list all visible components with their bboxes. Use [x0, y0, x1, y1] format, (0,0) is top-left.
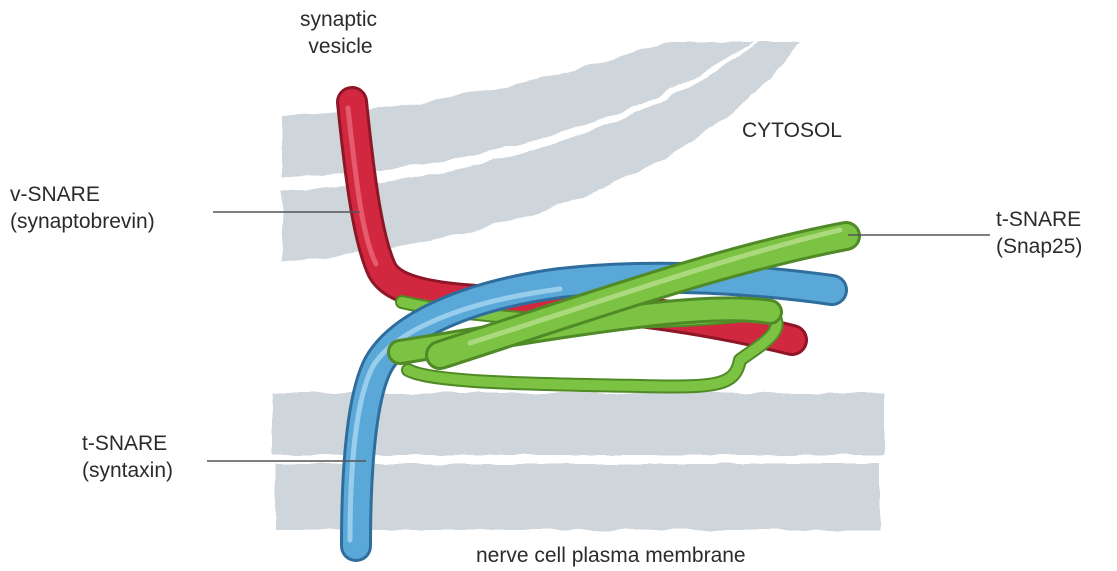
v-snare-label-line1: v-SNARE: [10, 181, 155, 208]
v-snare-label-line2: (synaptobrevin): [10, 208, 155, 235]
t-snare-snap25-label-line1: t-SNARE: [996, 206, 1082, 233]
cytosol-label: CYTOSOL: [742, 117, 842, 144]
plasma-membrane-label: nerve cell plasma membrane: [476, 542, 746, 569]
t-snare-syntaxin-label-line1: t-SNARE: [82, 430, 173, 457]
synaptic-vesicle-label-line2: vesicle: [300, 33, 377, 60]
synaptic-vesicle-label: synaptic vesicle: [300, 6, 377, 60]
t-snare-snap25-label: t-SNARE (Snap25): [996, 206, 1082, 260]
t-snare-snap25-label-line2: (Snap25): [996, 233, 1082, 260]
t-snare-syntaxin-label: t-SNARE (syntaxin): [82, 430, 173, 484]
v-snare-label: v-SNARE (synaptobrevin): [10, 181, 155, 235]
t-snare-syntaxin-label-line2: (syntaxin): [82, 457, 173, 484]
synaptic-vesicle-label-line1: synaptic: [300, 6, 377, 33]
